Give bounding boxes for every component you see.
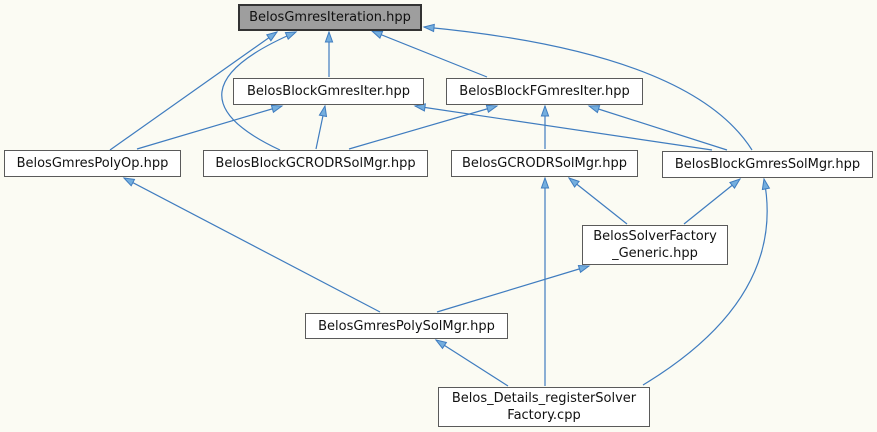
node-gmres-poly-op[interactable]: BelosGmresPolyOp.hpp — [4, 150, 181, 177]
node-label: BelosGCRODRSolMgr.hpp — [461, 156, 628, 171]
edge-block_gmres_sol_mgr-to-gmres_iteration — [423, 26, 753, 151]
edge-gmres_poly_sol_mgr-to-solver_factory_generic — [436, 265, 590, 313]
edge-details_register-to-block_gmres_sol_mgr — [642, 178, 768, 386]
node-gmres-poly-sol-mgr[interactable]: BelosGmresPolySolMgr.hpp — [305, 313, 508, 339]
node-block-fgmres-iter[interactable]: BelosBlockFGmresIter.hpp — [446, 78, 643, 105]
node-block-gmres-iter[interactable]: BelosBlockGmresIter.hpp — [233, 78, 424, 105]
edge-block_gcrodr_sol_mgr-to-block_gmres_iter-arrowhead — [318, 104, 328, 118]
edge-block_fgmres_iter-to-gmres_iteration — [371, 30, 488, 78]
node-label: BelosBlockFGmresIter.hpp — [459, 84, 630, 99]
edge-block_gcrodr_sol_mgr-to-block_fgmres_iter-arrowhead — [485, 104, 499, 114]
edge-gmres_poly_op-to-gmres_iteration-arrowhead — [265, 31, 279, 42]
node-label: BelosBlockGmresIter.hpp — [247, 84, 410, 99]
edge-block_fgmres_iter-to-gmres_iteration-arrowhead — [370, 30, 384, 39]
edge-block_gcrodr_sol_mgr-to-block_fgmres_iter — [348, 105, 498, 150]
edge-gmres_poly_sol_mgr-to-solver_factory_generic-arrowhead — [577, 264, 591, 274]
node-label: Belos_Details_registerSolver — [451, 391, 637, 406]
edge-solver_factory_generic-to-block_gmres_sol_mgr — [683, 178, 741, 225]
node-label: BelosBlockGCRODRSolMgr.hpp — [215, 156, 416, 171]
node-label: BelosGmresIteration.hpp — [249, 10, 411, 25]
edge-block_gcrodr_sol_mgr-to-gmres_iteration — [221, 31, 297, 151]
edge-solver_factory_generic-to-gcrodr_sol_mgr — [568, 177, 628, 225]
edge-details_register-to-block_gmres_sol_mgr-arrowhead — [761, 177, 771, 191]
node-gmres-iteration[interactable]: BelosGmresIteration.hpp — [238, 4, 422, 31]
edge-gmres_poly_op-to-block_gmres_iter-arrowhead — [270, 104, 284, 114]
node-label: BelosSolverFactory — [593, 229, 717, 244]
node-block-gcrodr-sol-mgr[interactable]: BelosBlockGCRODRSolMgr.hpp — [203, 150, 428, 177]
node-solver-factory-generic[interactable]: BelosSolverFactory _Generic.hpp — [582, 225, 728, 265]
edge-block_gmres_sol_mgr-to-block_fgmres_iter — [588, 105, 728, 151]
edge-details_register-to-gmres_poly_sol_mgr — [435, 339, 509, 387]
edge-block_gmres_sol_mgr-to-gmres_iteration-arrowhead — [422, 23, 435, 33]
edge-block_gmres_iter-to-gmres_iteration-arrowhead — [324, 30, 334, 43]
node-gcrodr-sol-mgr[interactable]: BelosGCRODRSolMgr.hpp — [451, 150, 638, 177]
node-label: BelosGmresPolyOp.hpp — [16, 156, 169, 171]
edge-block_gmres_sol_mgr-to-block_fgmres_iter-arrowhead — [587, 105, 601, 114]
edge-gmres_poly_op-to-gmres_iteration — [109, 31, 278, 151]
edge-solver_factory_generic-to-gcrodr_sol_mgr-arrowhead — [567, 177, 580, 188]
edge-details_register-to-gcrodr_sol_mgr-arrowhead — [540, 176, 550, 189]
edge-solver_factory_generic-to-block_gmres_sol_mgr-arrowhead — [729, 178, 742, 189]
node-block-gmres-sol-mgr[interactable]: BelosBlockGmresSolMgr.hpp — [662, 151, 873, 178]
node-label: _Generic.hpp — [612, 246, 698, 261]
node-label: BelosBlockGmresSolMgr.hpp — [674, 157, 861, 172]
edge-gmres_poly_sol_mgr-to-gmres_poly_op-arrowhead — [122, 177, 136, 187]
edge-gcrodr_sol_mgr-to-block_fgmres_iter-arrowhead — [540, 104, 550, 117]
edge-block_gmres_sol_mgr-to-block_gmres_iter — [414, 105, 713, 151]
edge-block_gcrodr_sol_mgr-to-gmres_iteration-arrowhead — [284, 31, 298, 41]
node-label: Factory.cpp — [507, 408, 581, 423]
node-label: BelosGmresPolySolMgr.hpp — [318, 318, 495, 334]
edge-details_register-to-gmres_poly_sol_mgr-arrowhead — [434, 339, 448, 350]
edge-gmres_poly_sol_mgr-to-gmres_poly_op — [123, 177, 381, 313]
edge-gmres_poly_op-to-block_gmres_iter — [136, 105, 283, 150]
